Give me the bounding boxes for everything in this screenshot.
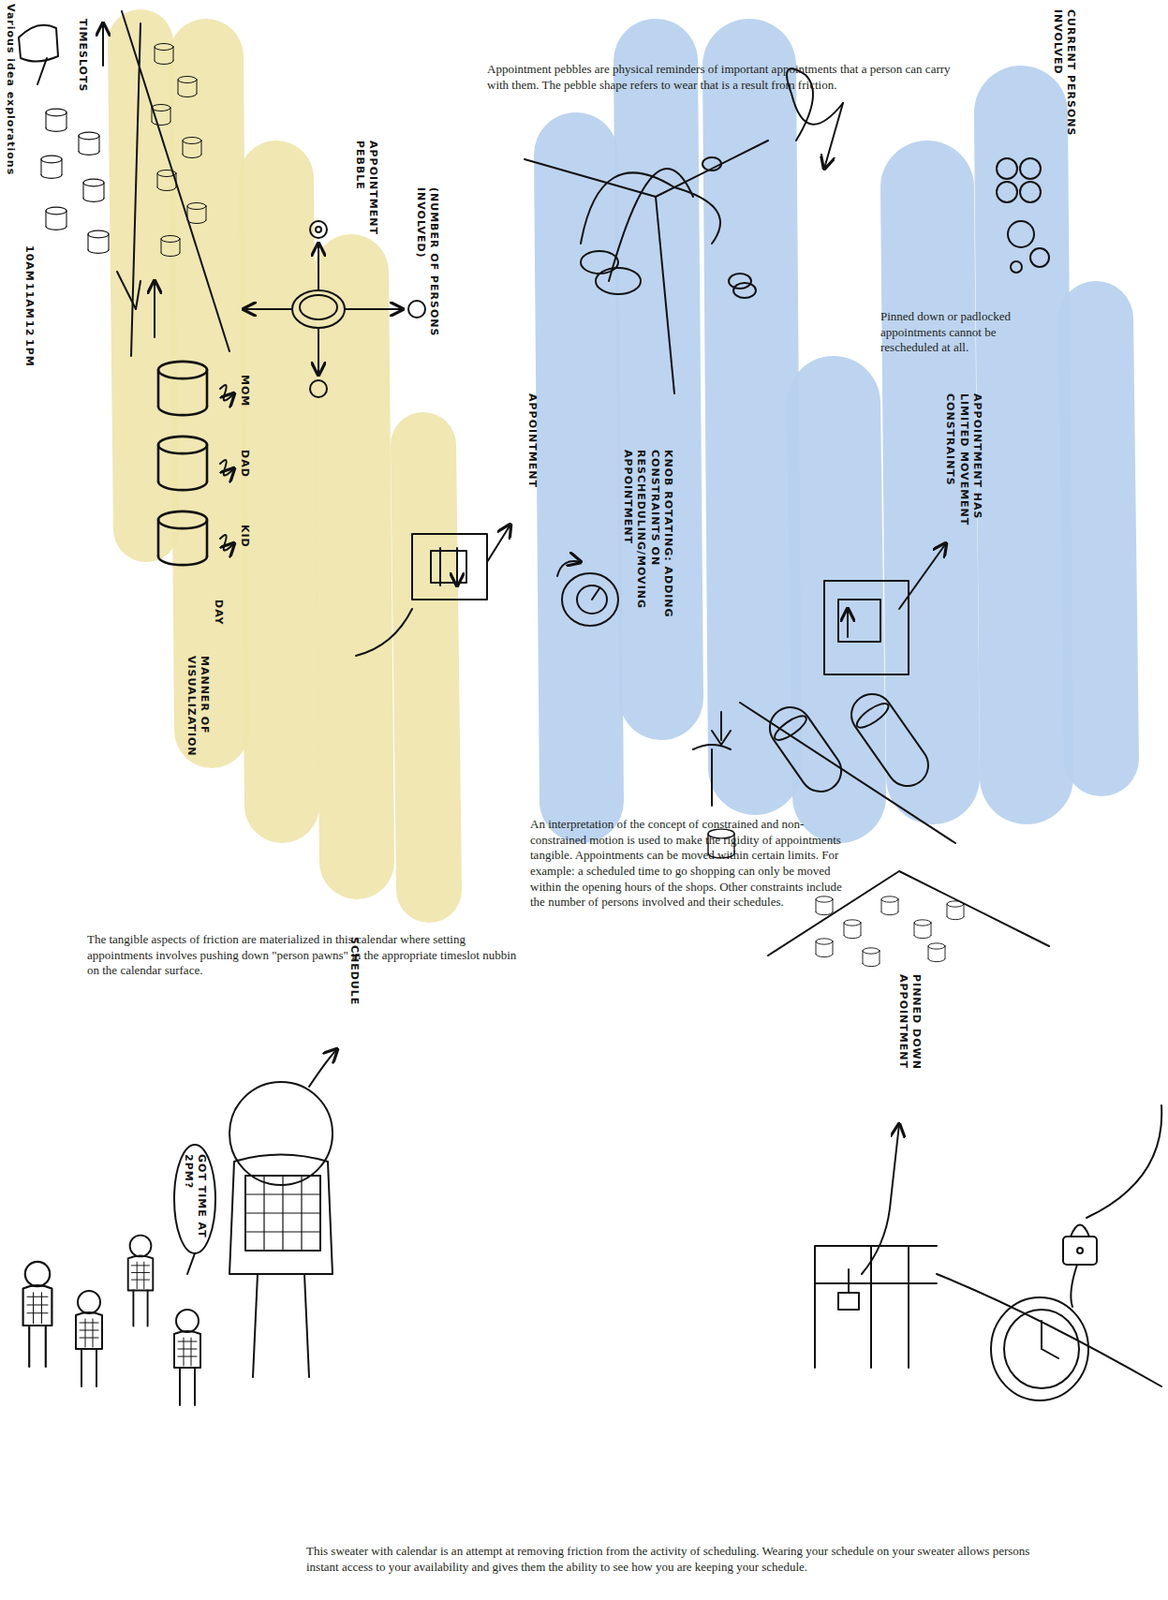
hand-label: APPOINTMENT PEBBLE bbox=[352, 140, 380, 281]
brush-band: An interpretation of the concept of cons… bbox=[519, 9, 1148, 937]
person-label: DAD bbox=[237, 449, 252, 506]
brush-stroke bbox=[1020, 112, 1027, 778]
caption-text: Appointment pebbles are physical reminde… bbox=[487, 61, 956, 93]
hand-label: MANNER OF VISUALIZATION bbox=[183, 655, 211, 806]
constraint-knob bbox=[557, 561, 619, 626]
brush-stroke bbox=[655, 60, 662, 698]
caption-text: An interpretation of the concept of cons… bbox=[530, 816, 849, 911]
caption-text: The tangible aspects of friction are mat… bbox=[87, 931, 528, 979]
brush-stroke bbox=[833, 402, 840, 797]
brush-stroke bbox=[576, 154, 582, 801]
constraint-capsules bbox=[693, 685, 956, 858]
speech-bubble-text: GOT TIME AT 2PM? bbox=[180, 1153, 208, 1257]
hand-label: DAY bbox=[211, 599, 225, 656]
brush-stroke bbox=[749, 65, 755, 769]
hand-label: APPOINTMENT bbox=[525, 393, 539, 525]
pawn-calendar bbox=[18, 11, 230, 356]
hand-label: SCHEDULE bbox=[347, 936, 361, 1050]
pinned-board bbox=[814, 1123, 937, 1368]
page-header: Various idea explorations bbox=[3, 3, 17, 210]
person-faces bbox=[996, 158, 1050, 273]
caption-text: This sweater with calendar is an attempt… bbox=[306, 1543, 1047, 1575]
hand-label: (NUMBER OF PERSONS INVOLVED) bbox=[413, 187, 441, 375]
brush-stroke bbox=[206, 56, 212, 731]
caption-text: Pinned down or padlocked appointments ca… bbox=[880, 309, 1050, 356]
hand-label: KNOB ROTATING: ADDING CONSTRAINTS ON RES… bbox=[620, 449, 675, 666]
appointment-pebble bbox=[243, 221, 426, 398]
pebble-sketch bbox=[524, 68, 843, 394]
person-label: MOM bbox=[237, 374, 252, 431]
band-shape bbox=[519, 9, 1148, 937]
brush-stroke bbox=[1095, 318, 1102, 759]
person-pawns bbox=[154, 280, 235, 565]
sweater-people bbox=[23, 1049, 338, 1405]
brush-stroke bbox=[140, 42, 147, 530]
hand-label: PINNED DOWN APPOINTMENT bbox=[895, 974, 923, 1115]
hand-label: CURRENT PERSONS INVOLVED bbox=[1049, 9, 1078, 150]
person-label: KID bbox=[237, 524, 252, 581]
brush-stroke bbox=[423, 444, 429, 890]
hand-label: APPOINTMENT HAS LIMITED MOVEMENT CONSTRA… bbox=[943, 393, 984, 562]
padlocked-clock bbox=[936, 1105, 1162, 1401]
brush-stroke bbox=[276, 177, 282, 806]
hand-label: TIMESLOTS bbox=[75, 18, 89, 132]
brush-stroke bbox=[351, 271, 357, 862]
brush-band: The tangible aspects of friction are mat… bbox=[82, 0, 533, 1012]
band-shape bbox=[82, 0, 533, 1012]
pawn-plate bbox=[768, 871, 1050, 967]
brush-stroke bbox=[927, 187, 933, 778]
time-label: 1PM bbox=[22, 339, 36, 386]
